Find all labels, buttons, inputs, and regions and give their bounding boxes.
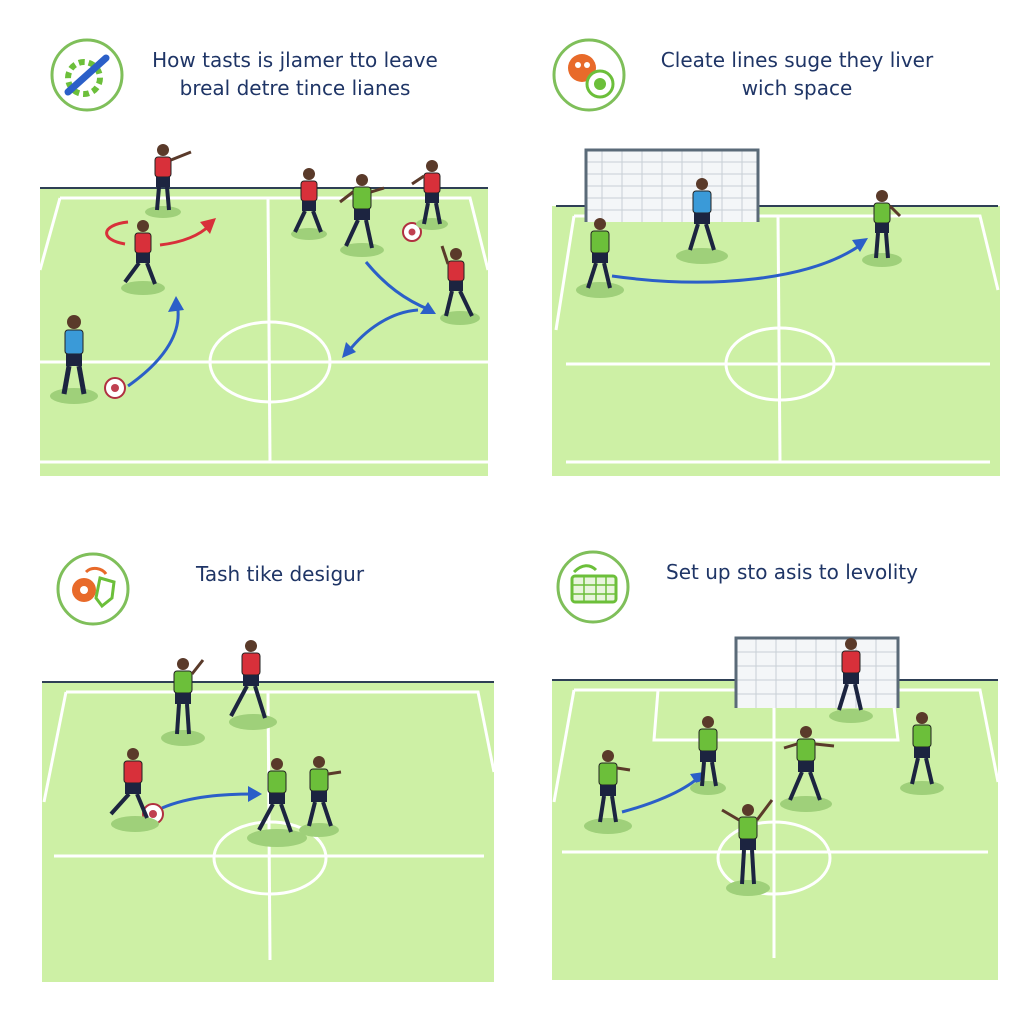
ball-target-icon	[552, 38, 626, 112]
ball-shield-icon	[56, 552, 130, 626]
player-red	[411, 160, 448, 230]
return-arrow	[346, 308, 419, 353]
player-green	[690, 716, 726, 795]
side-line	[42, 691, 68, 803]
player-green	[862, 190, 902, 267]
player-blue	[50, 315, 98, 404]
center-circle	[208, 320, 332, 404]
caption-line-2: wich space	[741, 76, 853, 100]
player-red	[145, 144, 192, 218]
player-red	[229, 640, 277, 730]
player-green	[299, 756, 342, 837]
player-red	[829, 638, 873, 723]
goal	[584, 148, 760, 222]
ball	[402, 222, 422, 242]
panel-bottom-right: Set up sto asis to levolity	[512, 512, 1024, 1024]
player-green	[339, 174, 385, 257]
wrench-gear-icon	[50, 38, 124, 112]
arrowhead	[248, 786, 262, 802]
center-circle	[724, 326, 836, 402]
pass-arrow	[161, 792, 255, 810]
goal	[734, 636, 900, 708]
player-red	[291, 168, 327, 240]
player-green	[900, 712, 944, 795]
run-arrow	[364, 261, 431, 312]
player-red	[109, 748, 159, 832]
panel-caption: Tash tike desigur	[140, 560, 420, 588]
panel-caption: Set up sto asis to levolity	[642, 558, 942, 586]
arrowhead	[852, 238, 868, 252]
halfway-line	[776, 215, 782, 463]
panel-top-right: Cleate lines suge they liver wich space	[512, 0, 1024, 512]
arrowhead	[690, 772, 704, 786]
panel-caption: Cleate lines suge they liver wich space	[632, 46, 962, 102]
pitch-diagram	[38, 144, 490, 476]
halfway-line	[266, 197, 272, 463]
pitch-boundary	[574, 688, 1000, 783]
pass-arrow	[621, 776, 699, 814]
goal-net-icon	[556, 550, 630, 624]
arrowhead	[200, 218, 216, 234]
player-red	[440, 245, 480, 325]
arrowhead	[420, 302, 436, 314]
pitch-boundary	[66, 690, 496, 773]
center-circle	[716, 820, 832, 896]
panel-bottom-left: Tash tike desigur	[0, 512, 512, 1024]
side-line	[38, 197, 62, 271]
player-green	[780, 726, 835, 812]
player-green	[584, 750, 632, 834]
player-green	[576, 218, 624, 298]
panel-caption: How tasts is jlamer tto leave breal detr…	[130, 46, 460, 102]
arrowhead	[168, 296, 184, 312]
side-line	[554, 215, 576, 331]
panel-top-left: How tasts is jlamer tto leave breal detr…	[0, 0, 512, 512]
caption-line-1: Tash tike desigur	[195, 562, 365, 586]
center-circle	[212, 820, 328, 896]
player-green	[721, 799, 774, 896]
side-line	[552, 689, 576, 803]
pitch-boundary	[60, 196, 490, 271]
pitch	[552, 206, 1000, 476]
player-red	[121, 220, 165, 295]
pitch-diagram	[42, 640, 496, 982]
player-keeper	[676, 178, 728, 264]
pitch-diagram	[552, 636, 1000, 980]
arrowhead	[342, 342, 356, 358]
pass-arrow	[611, 242, 863, 284]
ball	[104, 377, 126, 399]
player-green	[161, 658, 205, 746]
caption-line-1: Set up sto asis to levolity	[666, 560, 918, 584]
halfway-line	[266, 691, 272, 961]
caption-line-1: How tasts is jlamer tto leave	[152, 48, 438, 72]
caption-line-1: Cleate lines suge they liver	[660, 48, 934, 72]
caption-line-2: breal detre tince lianes	[179, 76, 411, 100]
player-green	[247, 758, 307, 847]
pitch-diagram	[552, 148, 1000, 476]
penalty-box	[652, 689, 900, 742]
